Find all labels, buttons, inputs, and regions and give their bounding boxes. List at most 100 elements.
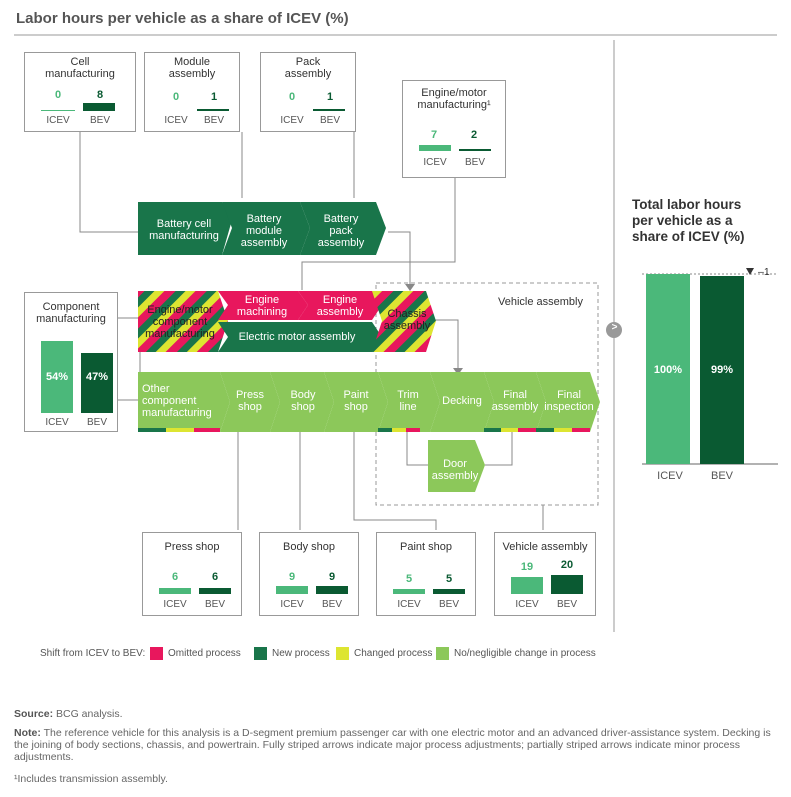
cell-manufacturing-box: Cell manufacturing 0 8 ICEV BEV [24,52,136,132]
decking-step: Decking [442,395,482,407]
icev-bar [393,589,425,594]
icev-label: ICEV [163,599,187,610]
bev-value: 8 [96,89,104,101]
bev-bar [197,109,229,111]
icev-label: ICEV [423,157,447,168]
bev-bar [459,149,491,151]
press-shop-box: Press shop 6 6 ICEV BEV [142,532,242,616]
pack-assembly-box: Pack assembly 0 1 ICEV BEV [260,52,356,132]
engine-motor-manufacturing-box: Engine/motor manufacturing¹ 7 2 ICEV BEV [402,80,506,178]
icev-label: ICEV [46,115,70,126]
electric-motor-assembly-step: Electric motor assembly [238,331,356,343]
total-icev-label: ICEV [657,470,683,482]
module-assembly-box: Module assembly 0 1 ICEV BEV [144,52,240,132]
trim-line-step: Trim line [397,389,419,413]
total-bev-label: BEV [710,470,733,482]
icev-value: 0 [54,89,62,101]
icev-label: ICEV [45,417,69,428]
bev-label: BEV [86,417,107,428]
box-title: Pack assembly [284,56,332,80]
source-label: Source: [14,708,54,720]
bev-label: BEV [204,599,225,610]
icev-value: 19 [520,561,534,573]
vehicle-assembly-box: Vehicle assembly 19 20 ICEV BEV [494,532,596,616]
total-icev-bar [646,274,690,464]
paint-shop-box: Paint shop 5 5 ICEV BEV [376,532,476,616]
paint-shop-step: Paint shop [343,389,369,413]
body-shop-step: Body shop [290,389,316,413]
bev-bar [313,109,345,111]
bev-value: 6 [211,571,219,583]
bev-bar [199,588,231,594]
final-assembly-step: Final assembly [491,389,539,413]
legend-new: New process [272,648,330,659]
bev-label: BEV [321,599,342,610]
chassis-assembly-step: Chassis assembly [383,308,431,332]
vehicle-assembly-frame-label: Vehicle assembly [498,296,583,308]
legend-omitted: Omitted process [168,648,241,659]
icev-bar [41,110,75,111]
bev-bar [551,575,583,594]
note-label: Note: [14,727,41,739]
bev-bar [316,586,348,594]
legend-nochange: No/negligible change in process [454,648,596,659]
battery-module-assembly-step: Battery module assembly [240,213,288,249]
door-assembly-step: Door assembly [431,458,479,482]
legend-swatch-new [254,647,267,660]
icev-bar [511,577,543,594]
arrow-icon: > [611,322,618,333]
engine-assembly-step: Engine assembly [316,294,364,318]
bev-bar [81,353,113,413]
engine-machining-step: Engine machining [236,294,288,318]
bev-label: BEV [556,599,577,610]
other-component-manufacturing-step: Other component manufacturing [142,383,212,419]
engine-component-manufacturing-step: Engine/motor component manufacturing [145,304,215,340]
bev-value: 5 [445,573,453,585]
icev-label: ICEV [515,599,539,610]
icev-value: 5 [405,573,413,585]
box-title: Engine/motor manufacturing¹ [417,87,491,111]
icev-label: ICEV [164,115,188,126]
legend-swatch-nochange [436,647,449,660]
icev-label: ICEV [280,115,304,126]
icev-value: 54% [45,371,69,383]
footnote: ¹Includes transmission assembly. [14,773,168,785]
chart-title: Labor hours per vehicle as a share of IC… [16,10,349,27]
box-title: Press shop [164,541,220,553]
icev-value: 9 [288,571,296,583]
bev-bar [433,589,465,594]
bev-label: BEV [203,115,224,126]
note-line: Note: The reference vehicle for this ana… [14,727,780,763]
note-text: The reference vehicle for this analysis … [14,727,771,763]
icev-bar [419,145,451,151]
source-line: Source: BCG analysis. [14,708,123,720]
icev-bar [159,588,191,594]
box-title: Module assembly [168,56,216,80]
box-title: Body shop [283,541,335,553]
battery-cell-manufacturing-step: Battery cell manufacturing [149,218,219,242]
bev-value: 1 [326,91,334,103]
icev-label: ICEV [397,599,421,610]
box-title: Vehicle assembly [502,541,588,553]
bev-value: 47% [85,371,109,383]
bev-value: 2 [470,129,478,141]
icev-bar [276,586,308,594]
final-inspection-step: Final inspection [544,389,594,413]
bev-bar [83,103,115,111]
total-delta-label: –1 [758,266,770,278]
total-bev-value: 99% [710,364,734,376]
press-shop-step: Press shop [235,389,265,413]
icev-value: 6 [171,571,179,583]
box-title: Component manufacturing [36,301,106,325]
bev-label: BEV [89,115,110,126]
bev-label: BEV [464,157,485,168]
legend-swatch-omitted [150,647,163,660]
icev-bar [41,341,73,413]
bev-label: BEV [319,115,340,126]
legend-swatch-changed [336,647,349,660]
legend-changed: Changed process [354,648,433,659]
battery-pack-assembly-step: Battery pack assembly [317,213,365,249]
bev-value: 9 [328,571,336,583]
icev-value: 0 [288,91,296,103]
